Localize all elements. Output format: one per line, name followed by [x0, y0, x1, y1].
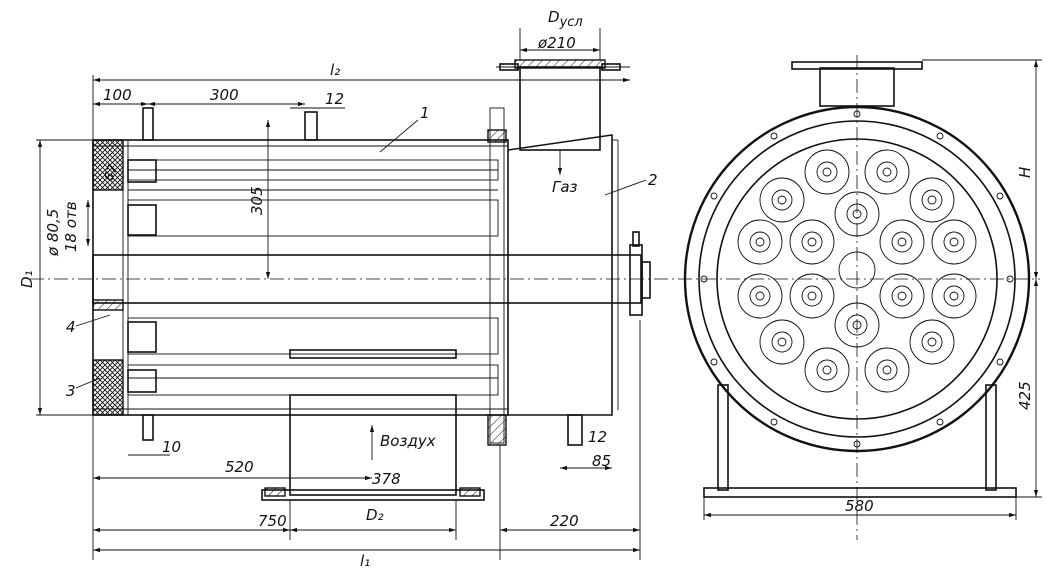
support-leg-left: [717, 384, 729, 491]
dim-l1: l₁: [360, 552, 370, 570]
dim-80: ø 80,5: [44, 209, 62, 257]
front-view: 580 H 425: [683, 55, 1042, 540]
flange-plate: [489, 107, 505, 444]
dim-Dusl: Dусл: [548, 8, 583, 30]
dim-12-bottom: 12: [588, 428, 607, 446]
dim-750: 750: [258, 512, 287, 530]
dim-D2: D₂: [366, 506, 384, 524]
dim-100: 100: [103, 86, 132, 104]
insulation-block-bottom: [92, 359, 124, 416]
label-gas: Газ: [552, 178, 578, 196]
dim-300: 300: [210, 86, 239, 104]
seal-ring: [92, 299, 124, 311]
front-tube-array: [737, 149, 977, 393]
tube-sheet-circle: [716, 138, 998, 420]
label-part-3: 3: [66, 382, 76, 400]
dim-D1: D₁: [18, 270, 36, 288]
label-part-1: 1: [420, 104, 430, 122]
dim-220: 220: [550, 512, 579, 530]
air-duct-top: [289, 349, 457, 359]
tube-bundle: [127, 159, 499, 396]
label-air: Воздух: [380, 432, 436, 450]
dim-305: 305: [248, 186, 266, 215]
insulation-block-top: [92, 139, 124, 191]
dim-85: 85: [592, 452, 611, 470]
support-leg-right: [985, 384, 997, 491]
dim-holes: 18 отв: [62, 201, 80, 252]
side-view-dimensions: l₂ 100 300 12 305 ø 80,5 18 отв D₁ 67 10…: [18, 8, 641, 570]
dim-H: H: [1016, 167, 1034, 178]
side-section-view: [30, 59, 1040, 501]
dim-l2: l₂: [330, 61, 340, 79]
dim-10: 10: [162, 438, 181, 456]
dim-580: 580: [845, 497, 874, 515]
dim-520: 520: [225, 458, 254, 476]
dim-phi210: ø210: [537, 34, 576, 52]
part-labels: Газ Воздух 1 2 3 4: [66, 104, 658, 450]
label-part-4: 4: [66, 318, 76, 336]
gas-nozzle: [519, 66, 601, 151]
dim-67: 67: [102, 162, 122, 183]
base-plate: [703, 487, 1017, 498]
gas-chamber: [507, 134, 613, 416]
air-duct: [289, 394, 457, 496]
flange-bolts: [700, 110, 1014, 448]
label-part-2: 2: [648, 171, 658, 189]
dim-378: 378: [372, 470, 401, 488]
dim-425: 425: [1016, 381, 1034, 410]
outer-flange: [683, 105, 1031, 453]
dim-12-top: 12: [325, 90, 344, 108]
